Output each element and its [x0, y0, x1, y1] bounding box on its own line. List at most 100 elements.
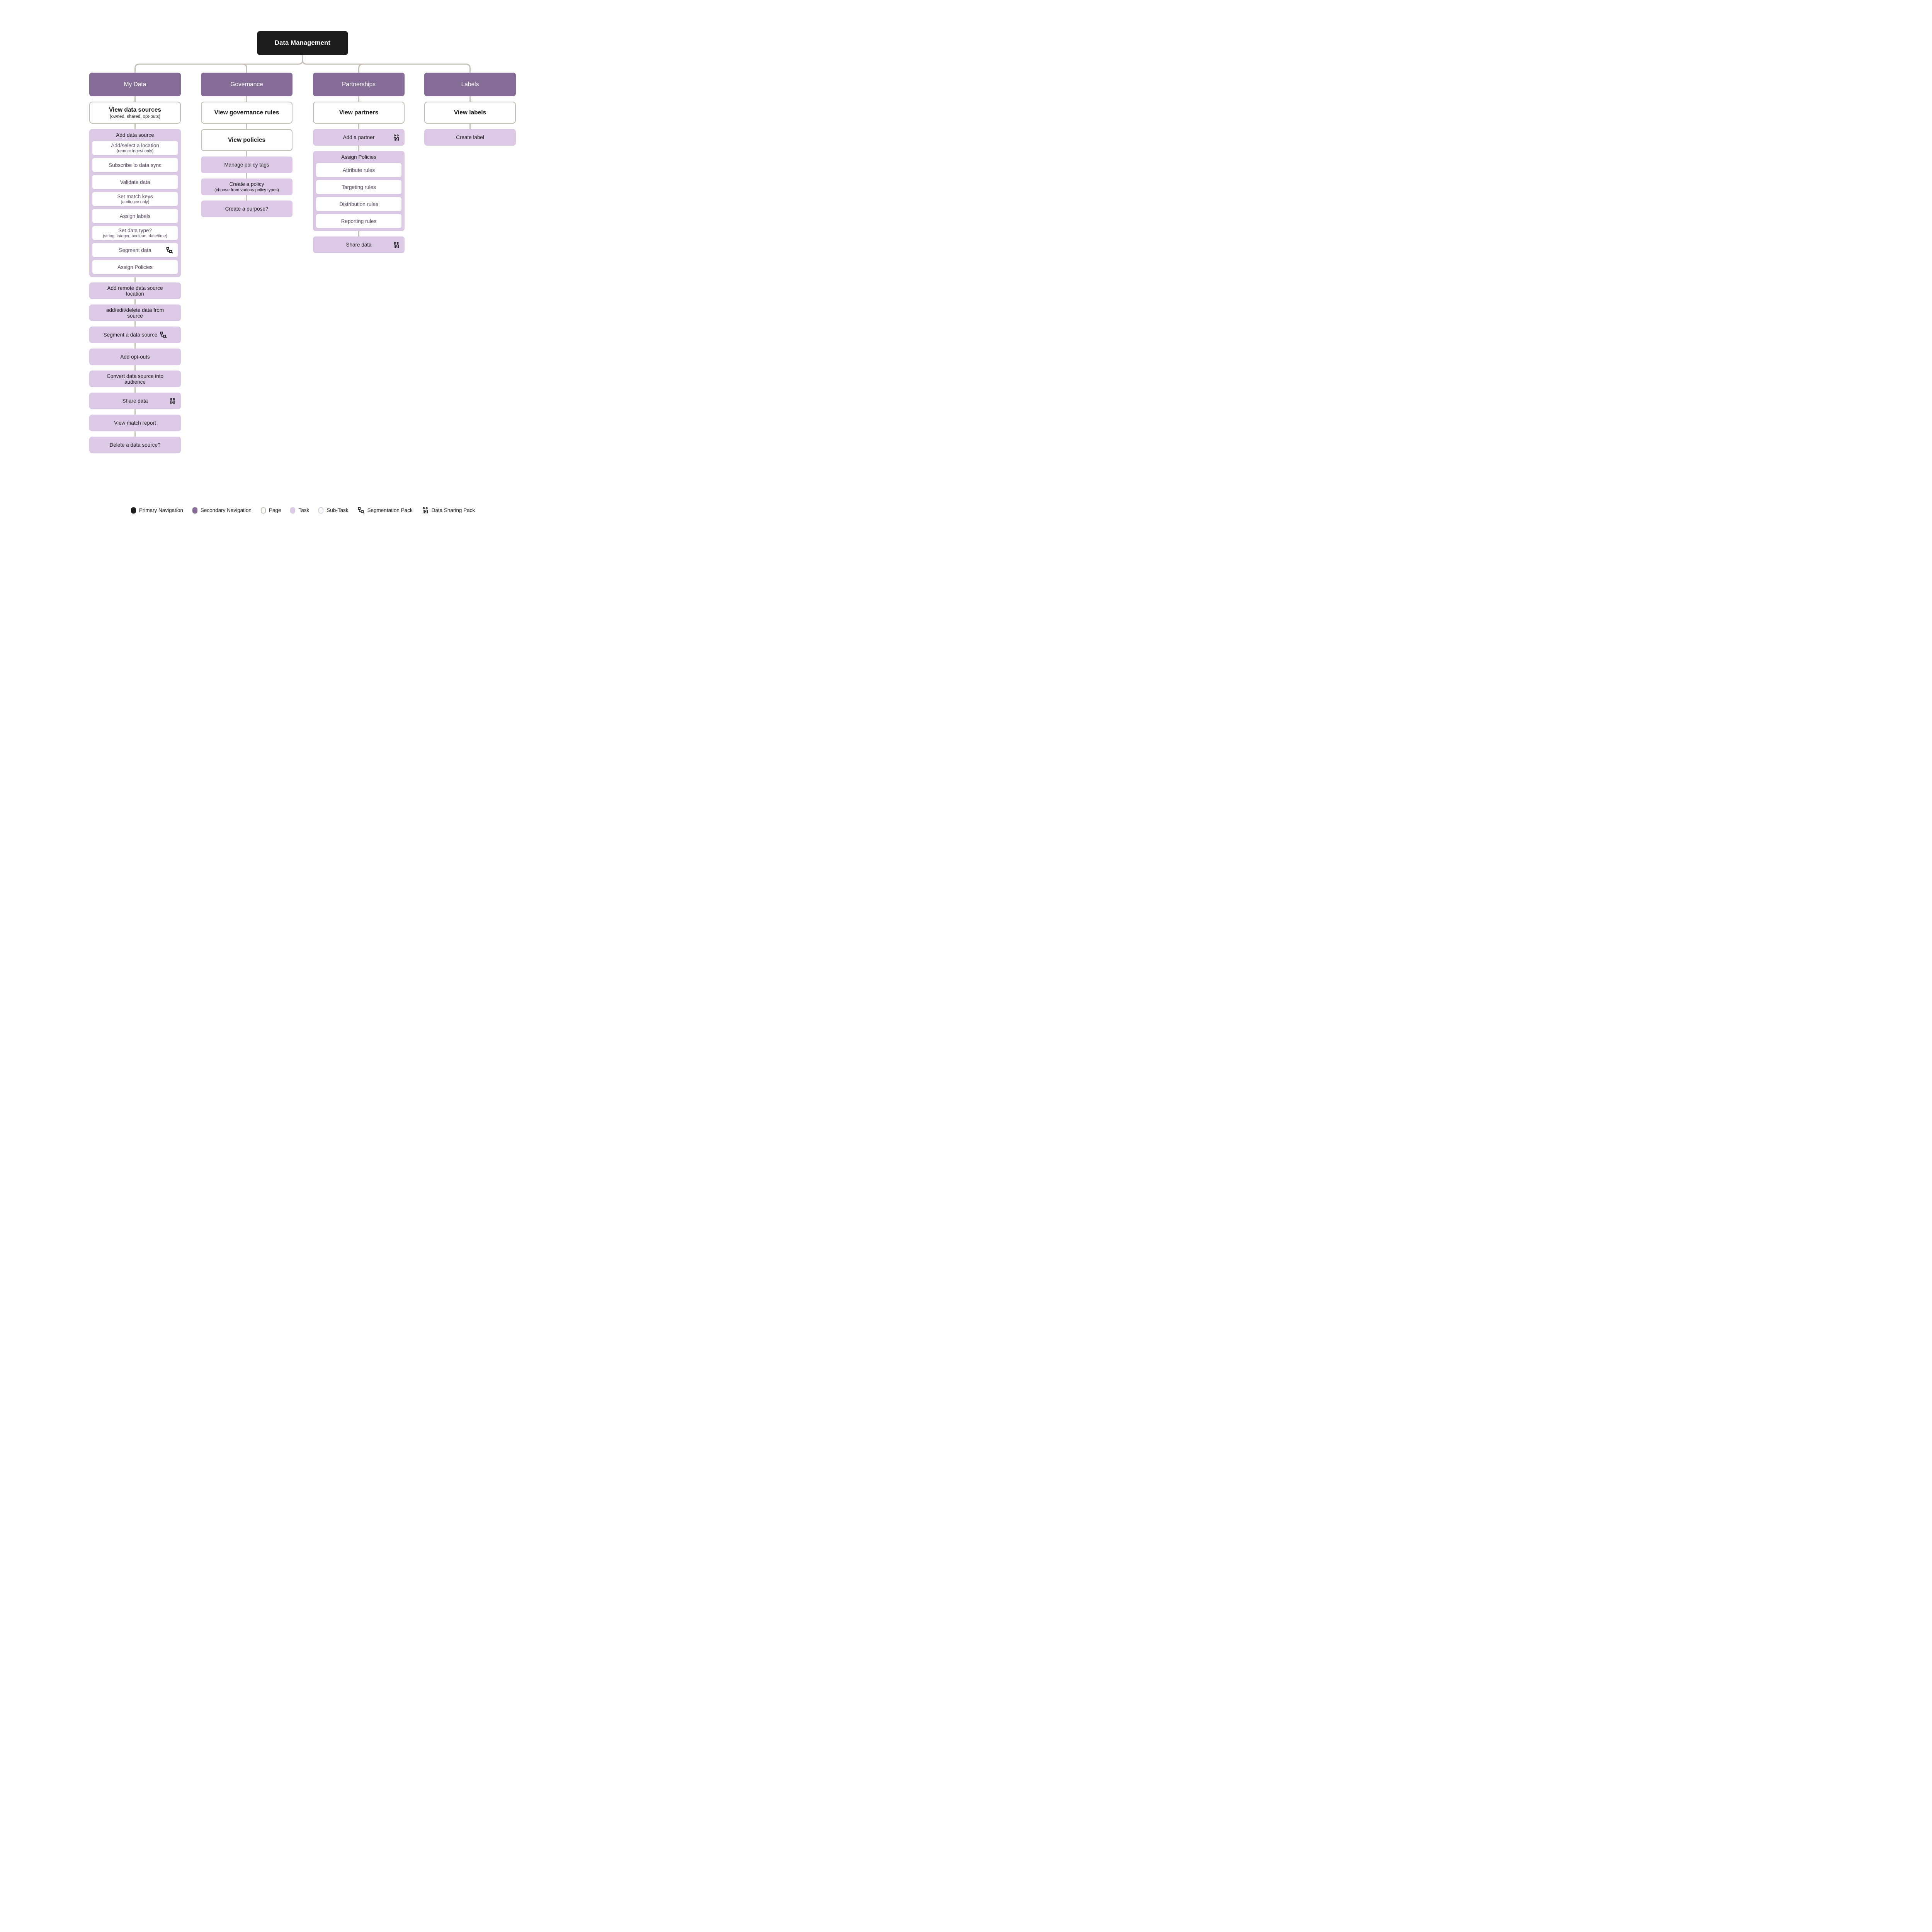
- task-label: Convert data source into audience: [106, 373, 164, 385]
- secondary-nav-label: Labels: [461, 81, 479, 88]
- subtask-sublabel: (string, integer, boolean, date/time): [103, 234, 167, 238]
- page-label: View labels: [454, 109, 486, 116]
- task-group-title: Add data source: [116, 132, 154, 138]
- data-sharing-pack-icon: [394, 242, 399, 248]
- connector-line: [201, 173, 293, 179]
- task-label: Share data: [346, 242, 372, 248]
- legend-label: Segmentation Pack: [367, 507, 413, 513]
- connector-line: [313, 96, 405, 102]
- data-sharing-pack-icon: [394, 134, 399, 141]
- subtask-sublabel: (remote ingest only): [116, 149, 154, 153]
- legend-item-task: Task: [290, 507, 309, 514]
- page-node-view-data-sources: View data sources(owned, shared, opt-out…: [89, 102, 181, 124]
- page-node-view-governance-rules: View governance rules: [201, 102, 293, 124]
- segmentation-pack-icon: [160, 332, 167, 338]
- page-label: View governance rules: [214, 109, 279, 116]
- subtask-label: Segment data: [119, 247, 151, 253]
- task-node-manage-policy-tags: Manage policy tags: [201, 156, 293, 173]
- connector-line: [424, 96, 516, 102]
- connector-line: [313, 146, 405, 151]
- segmentation-pack-icon: [358, 507, 364, 514]
- task-label: View match report: [114, 420, 156, 426]
- task-node-convert-data-source-into-audience: Convert data source into audience: [89, 371, 181, 387]
- task-node-add-opt-outs: Add opt-outs: [89, 349, 181, 365]
- segmentation-pack-icon: [166, 247, 173, 253]
- page-node-view-policies: View policies: [201, 129, 293, 151]
- subtask-label: Set data type?: [118, 228, 152, 233]
- connector-line: [89, 431, 181, 437]
- task-label: add/edit/delete data from source: [106, 307, 164, 319]
- subtask-set-match-keys: Set match keys(audience only): [92, 192, 178, 206]
- subtask-label: Reporting rules: [341, 218, 377, 224]
- page-label: View data sources: [109, 106, 161, 113]
- legend-swatch-task: [290, 507, 296, 514]
- task-label: Segment a data source: [103, 332, 158, 338]
- primary-nav-data-management: Data Management: [257, 31, 348, 55]
- subtask-assign-policies: Assign Policies: [92, 260, 178, 274]
- connector-line: [201, 124, 293, 129]
- legend-swatch-subtask: [318, 507, 324, 514]
- data-sharing-pack-icon: [422, 507, 428, 514]
- task-group-title: Assign Policies: [341, 154, 376, 160]
- secondary-nav-governance: Governance: [201, 73, 293, 96]
- legend-label: Task: [298, 507, 310, 513]
- task-node-add-a-partner: Add a partner: [313, 129, 405, 146]
- task-node-create-a-policy: Create a policy(choose from various poli…: [201, 179, 293, 195]
- subtask-assign-labels: Assign labels: [92, 209, 178, 223]
- task-label: Share data: [122, 398, 148, 404]
- subtask-validate-data: Validate data: [92, 175, 178, 189]
- data-sharing-pack-icon: [170, 398, 175, 404]
- connector-line: [201, 151, 293, 156]
- task-label: Create label: [456, 134, 484, 140]
- subtask-label: Add/select a location: [111, 143, 159, 148]
- connector-line: [89, 365, 181, 371]
- subtask-reporting-rules: Reporting rules: [316, 214, 401, 228]
- subtask-sublabel: (audience only): [121, 200, 150, 204]
- subtask-targeting-rules: Targeting rules: [316, 180, 401, 194]
- page-node-view-labels: View labels: [424, 102, 516, 124]
- subtask-label: Attribute rules: [342, 167, 375, 173]
- subtask-label: Distribution rules: [339, 201, 378, 207]
- connector-line: [89, 387, 181, 393]
- secondary-nav-partnerships: Partnerships: [313, 73, 405, 96]
- connector-line: [89, 409, 181, 415]
- task-node-share-data: Share data: [313, 236, 405, 253]
- secondary-nav-label: Governance: [230, 81, 263, 88]
- task-node-create-label: Create label: [424, 129, 516, 146]
- task-label: Add opt-outs: [120, 354, 150, 360]
- subtask-segment-data: Segment data: [92, 243, 178, 257]
- legend-swatch-primary: [131, 507, 136, 514]
- connector-line: [424, 124, 516, 129]
- subtask-label: Assign labels: [119, 213, 151, 219]
- connector-line: [201, 195, 293, 201]
- page-label: View partners: [339, 109, 379, 116]
- task-label: Manage policy tags: [224, 162, 269, 168]
- legend-item-sub-task: Sub-Task: [318, 507, 349, 514]
- legend-label: Sub-Task: [327, 507, 349, 513]
- secondary-nav-labels: Labels: [424, 73, 516, 96]
- connector-line: [89, 96, 181, 102]
- task-label: Add remote data source location: [107, 285, 163, 297]
- task-label: Delete a data source?: [109, 442, 161, 448]
- subtask-set-data-type: Set data type?(string, integer, boolean,…: [92, 226, 178, 240]
- legend-item-secondary-navigation: Secondary Navigation: [192, 507, 252, 514]
- connector-line: [313, 124, 405, 129]
- task-node-view-match-report: View match report: [89, 415, 181, 431]
- connector-line: [313, 231, 405, 236]
- task-node-delete-a-data-source: Delete a data source?: [89, 437, 181, 453]
- subtask-label: Subscribe to data sync: [109, 162, 162, 168]
- task-node-share-data: Share data: [89, 393, 181, 409]
- subtask-label: Targeting rules: [342, 184, 376, 190]
- legend-item-segmentation-pack: Segmentation Pack: [358, 507, 413, 514]
- subtask-distribution-rules: Distribution rules: [316, 197, 401, 211]
- legend-swatch-page: [260, 507, 266, 514]
- subtask-add-select-a-location: Add/select a location(remote ingest only…: [92, 141, 178, 155]
- legend-label: Primary Navigation: [139, 507, 183, 513]
- connector-line: [89, 343, 181, 349]
